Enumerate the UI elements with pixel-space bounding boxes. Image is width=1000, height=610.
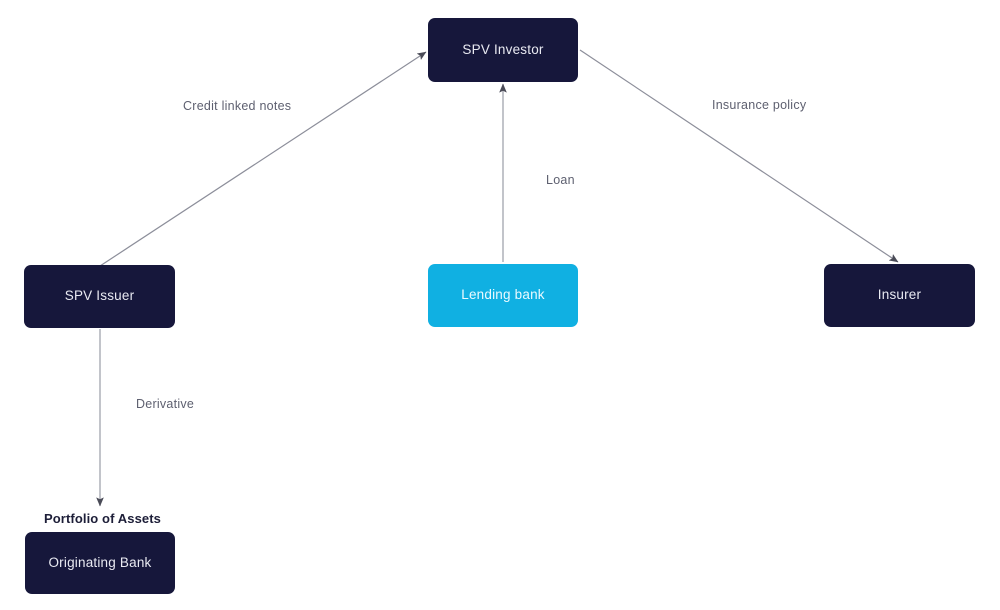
node-insurer[interactable]: Insurer — [824, 264, 975, 327]
node-spv-investor[interactable]: SPV Investor — [428, 18, 578, 82]
node-label-spv-investor: SPV Investor — [462, 41, 544, 57]
edge-label-loan: Loan — [546, 173, 575, 187]
node-label-insurer: Insurer — [877, 287, 922, 303]
edge-label-insurance-policy: Insurance policy — [712, 98, 807, 112]
edge-label-derivative: Derivative — [136, 397, 195, 411]
edge-label-credit-linked-notes: Credit linked notes — [183, 99, 292, 113]
edge-credit-linked-notes — [99, 51, 427, 267]
edge-insurance-policy — [579, 49, 899, 263]
node-originating-bank[interactable]: Originating Bank — [25, 532, 175, 594]
annotation-portfolio-of-assets: Portfolio of Assets — [44, 511, 161, 526]
node-spv-issuer[interactable]: SPV Issuer — [24, 265, 175, 328]
node-label-lending-bank: Lending bank — [461, 287, 545, 303]
node-label-spv-issuer: SPV Issuer — [64, 288, 135, 304]
node-label-originating-bank: Originating Bank — [48, 554, 152, 570]
node-lending-bank[interactable]: Lending bank — [428, 264, 578, 327]
